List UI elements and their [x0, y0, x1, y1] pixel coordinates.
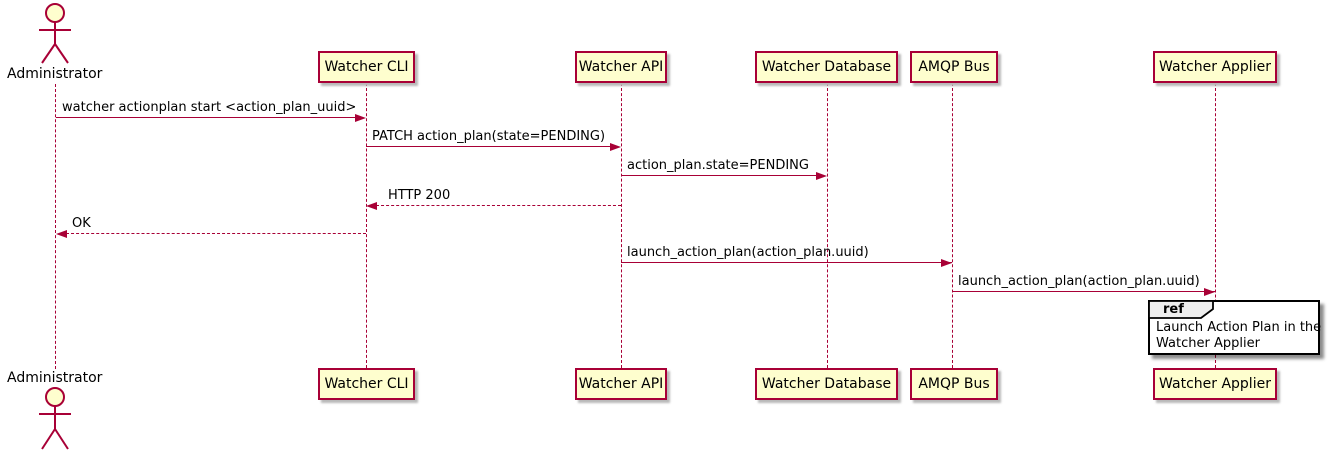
- ref-header-shape: [1148, 300, 1214, 319]
- participant-label: Watcher Applier: [1159, 376, 1271, 392]
- message-1-arrowhead: [355, 114, 366, 122]
- lifeline-administrator: [55, 84, 56, 369]
- message-2-label: PATCH action_plan(state=PENDING): [372, 129, 606, 144]
- ref-keyword: ref: [1163, 302, 1184, 317]
- ref-fragment: ref Launch Action Plan in the Watcher Ap…: [1148, 300, 1321, 355]
- participant-bottom-watcher-database: Watcher Database: [755, 368, 898, 400]
- participant-label: AMQP Bus: [918, 59, 990, 75]
- lifeline-amqp-bus: [952, 83, 953, 368]
- message-4-arrowhead: [366, 202, 377, 210]
- participant-bottom-watcher-cli: Watcher CLI: [318, 368, 415, 400]
- participant-top-amqp-bus: AMQP Bus: [910, 51, 998, 83]
- lifeline-watcher-cli: [366, 83, 367, 368]
- ref-text: Launch Action Plan in the Watcher Applie…: [1156, 320, 1321, 352]
- message-7-arrowhead: [1204, 288, 1215, 296]
- participant-label: Watcher API: [578, 59, 664, 75]
- message-3-line: [621, 175, 817, 176]
- message-3-label: action_plan.state=PENDING: [627, 158, 809, 173]
- message-2-line: [366, 146, 611, 147]
- message-1-line: [56, 117, 356, 118]
- participant-label: Watcher Database: [761, 376, 892, 392]
- lifeline-watcher-applier: [1215, 83, 1216, 368]
- participant-top-watcher-database: Watcher Database: [755, 51, 898, 83]
- actor-icon-top: [39, 3, 71, 64]
- actor-label-bottom: Administrator: [7, 370, 103, 386]
- message-4-line: [376, 205, 621, 206]
- message-5-arrowhead: [56, 230, 67, 238]
- participant-top-watcher-api: Watcher API: [575, 51, 667, 83]
- participant-label: Watcher API: [578, 376, 664, 392]
- message-6-label: launch_action_plan(action_plan.uuid): [627, 245, 869, 260]
- message-3-arrowhead: [816, 172, 827, 180]
- message-5-label: OK: [72, 216, 91, 231]
- participant-label: Watcher CLI: [324, 59, 409, 75]
- actor-label-top: Administrator: [7, 66, 103, 82]
- participant-label: AMQP Bus: [918, 376, 990, 392]
- message-1-label: watcher actionplan start <action_plan_uu…: [62, 100, 357, 115]
- participant-label: Watcher Applier: [1159, 59, 1271, 75]
- participant-top-watcher-cli: Watcher CLI: [318, 51, 415, 83]
- ref-text-line-2: Watcher Applier: [1156, 336, 1260, 351]
- message-6-line: [621, 262, 952, 263]
- lifeline-watcher-database: [827, 83, 828, 368]
- participant-bottom-watcher-api: Watcher API: [575, 368, 667, 400]
- message-7-label: launch_action_plan(action_plan.uuid): [958, 274, 1200, 289]
- participant-label: Watcher CLI: [324, 376, 409, 392]
- message-5-line: [66, 233, 366, 234]
- participant-top-watcher-applier: Watcher Applier: [1153, 51, 1277, 83]
- lifeline-watcher-api: [621, 83, 622, 368]
- ref-text-line-1: Launch Action Plan in the: [1156, 320, 1322, 335]
- message-2-arrowhead: [610, 143, 621, 151]
- message-7-line: [952, 291, 1215, 292]
- actor-icon-bottom: [39, 387, 71, 450]
- message-6-arrowhead: [941, 259, 952, 267]
- participant-bottom-amqp-bus: AMQP Bus: [910, 368, 998, 400]
- participant-bottom-watcher-applier: Watcher Applier: [1153, 368, 1277, 400]
- message-4-label: HTTP 200: [388, 188, 451, 203]
- participant-label: Watcher Database: [761, 59, 892, 75]
